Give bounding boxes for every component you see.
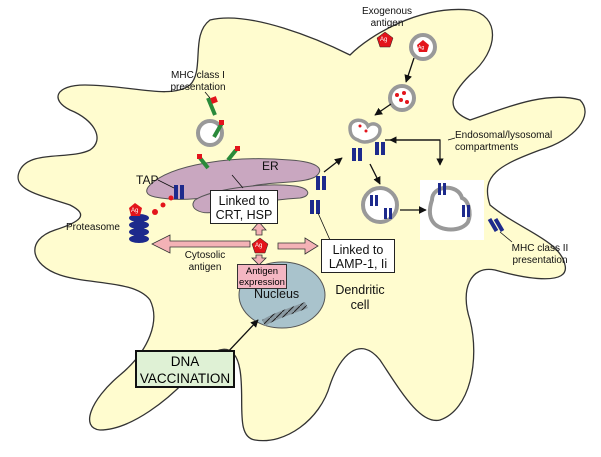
box-linked-lamp: Linked to LAMP-1, Ii (321, 239, 395, 273)
label-cytosolic-line2: antigen (188, 262, 222, 273)
label-exogenous-line2: antigen (370, 18, 404, 29)
peptide-dot (160, 202, 166, 208)
dendritic-cell-body (17, 8, 586, 442)
exocytosing-vesicle (427, 183, 472, 232)
tap-transporter (174, 185, 184, 199)
proteasome (129, 203, 149, 243)
label-mhc2-line1: MHC class II (511, 243, 569, 254)
label-endosomal: Endosomal/lysosomal compartments (455, 130, 552, 154)
pointer-lamp-box (317, 212, 331, 241)
label-cytosolic-line1: Cytosolic (184, 250, 226, 261)
label-endosomal-line2: compartments (455, 142, 519, 153)
label-mhc2-presentation: MHC class II presentation (500, 243, 580, 267)
label-mhc1-line2: presentation (170, 82, 226, 93)
arrow-dna-to-nucleus (224, 319, 259, 356)
arrow-up-to-crt (251, 221, 267, 236)
box-dna-vaccination: DNA VACCINATION (135, 350, 235, 388)
box-antigen-expression: Antigen expression (237, 264, 287, 289)
pointer-mhc1 (204, 91, 211, 99)
label-tap: TAP (136, 173, 159, 187)
peptide-dot (168, 195, 174, 201)
label-mhc1-presentation: MHC class I presentation (158, 70, 238, 94)
label-exogenous-antigen: Exogenous antigen (352, 6, 422, 30)
label-ag-symbol-exogenous: Ag (380, 37, 388, 43)
arrow-down-to-expression (251, 254, 267, 266)
mhc2-surface (487, 217, 505, 233)
pointer-mhc2 (499, 231, 513, 243)
mhc2-er (310, 176, 326, 214)
arrow-to-fusion (374, 103, 392, 116)
box-dna-line1: DNA (170, 354, 200, 369)
label-mhc1-line1: MHC class I (171, 70, 225, 81)
arrow-vesicle-down (404, 57, 415, 83)
box-expression-line1: Antigen (245, 266, 279, 277)
arrow-to-proteasome (151, 234, 251, 254)
label-ag-symbol-cytosolic: Ag (255, 243, 263, 249)
pointer-crt-box (231, 174, 244, 189)
mhc1-vesicle (196, 119, 224, 147)
box-linked-crt-hsp: Linked to CRT, HSP (210, 190, 278, 224)
label-ag-symbol-vesicle: Ag (418, 45, 425, 51)
loading-vesicle (361, 186, 399, 224)
endocytic-vesicle-2 (388, 84, 416, 112)
box-crt-line2: CRT, HSP (215, 208, 273, 222)
mhc1-surface (206, 96, 218, 116)
label-dendritic-line2: cell (350, 298, 370, 312)
box-expression-line2: expression (239, 277, 285, 288)
box-crt-line1: Linked to (218, 194, 270, 208)
pointer-endosomal (447, 137, 456, 141)
mhc2-endosome (352, 142, 385, 161)
mhc1-er (197, 146, 240, 170)
label-dendritic-line1: Dendritic (335, 283, 385, 297)
cytosolic-antigen-pentagon (251, 237, 269, 254)
peptide-dot (152, 209, 158, 215)
box-lamp-line1: Linked to (332, 243, 384, 257)
arrow-er-to-endosome (323, 157, 343, 173)
arrow-fusion-down (369, 163, 381, 185)
label-ag-symbol-proteasome: Ag (131, 208, 139, 214)
label-endosomal-line1: Endosomal/lysosomal (455, 130, 553, 141)
label-proteasome: Proteasome (66, 222, 120, 233)
endocytic-vesicle-1 (409, 33, 437, 61)
arrow-to-lamp (277, 237, 319, 255)
label-er: ER (262, 159, 279, 173)
box-dna-line2: VACCINATION (139, 371, 231, 386)
box-lamp-line2: LAMP-1, Ii (328, 257, 388, 271)
exogenous-antigen-pentagon (376, 31, 394, 48)
label-mhc2-line2: presentation (512, 255, 568, 266)
label-dendritic-cell: Dendritic cell (325, 283, 395, 313)
pointer-tap (157, 179, 175, 189)
label-nucleus: Nucleus (254, 287, 300, 301)
label-cytosolic-antigen: Cytosolic antigen (170, 250, 240, 274)
label-exogenous-line1: Exogenous (361, 6, 413, 17)
fusing-compartment (348, 118, 382, 144)
dna-strand (262, 302, 308, 326)
